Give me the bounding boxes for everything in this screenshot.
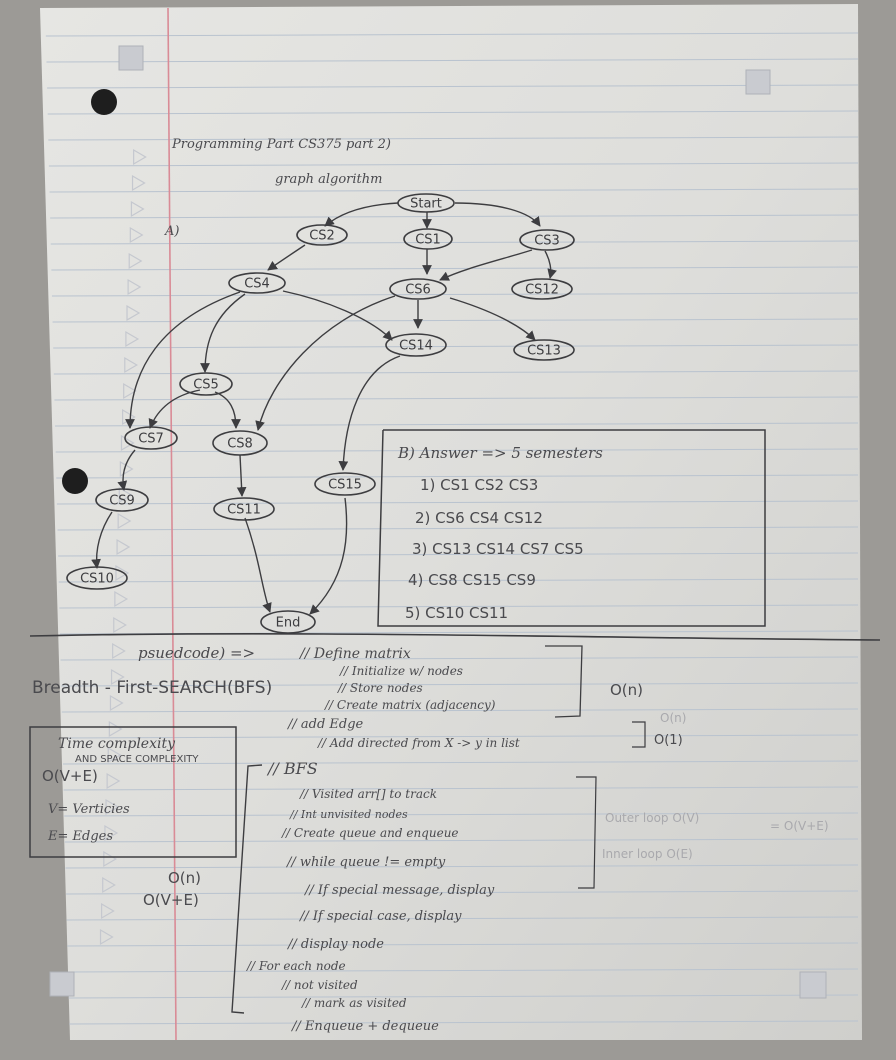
svg-text:CS14: CS14	[399, 339, 433, 354]
bfs-line-11: // Enqueue + dequeue	[290, 1019, 439, 1034]
node-cs4: CS4	[228, 272, 286, 294]
node-cs15: CS15	[314, 472, 376, 496]
node-cs7: CS7	[124, 426, 178, 450]
bfs-line-10: // mark as visited	[301, 996, 407, 1010]
margin-line	[167, 7, 177, 1041]
node-start: Start	[397, 193, 455, 213]
outer-loop-label: Outer loop O(V)	[605, 811, 699, 825]
matrix-line-4: // Create matrix (adjacency)	[324, 698, 496, 712]
answer-box	[377, 429, 766, 627]
bfs-line-5: // If special message, display	[303, 883, 495, 898]
header-line-2: graph algorithm	[275, 172, 382, 187]
bfs-line-6: // If special case, display	[298, 909, 462, 924]
node-cs2: CS2	[296, 224, 348, 246]
complexity-line-2: AND SPACE COMPLEXITY	[75, 754, 199, 765]
svg-text:CS6: CS6	[405, 283, 431, 298]
answer-title: B) Answer => 5 semesters	[397, 444, 603, 462]
matrix-line-5: // add Edge	[286, 717, 364, 732]
bfs-line-9: // not visited	[281, 978, 358, 992]
answer-line-3: 3) CS13 CS14 CS7 CS5	[412, 540, 584, 558]
ruled-lines	[45, 32, 859, 1025]
svg-text:CS10: CS10	[80, 572, 114, 587]
matrix-line-2: // Initialize w/ nodes	[339, 664, 463, 678]
bfs-line-7: // display node	[286, 937, 384, 952]
bfs-bracket	[231, 764, 263, 1014]
svg-text:CS7: CS7	[138, 432, 164, 447]
bottom-complexity-1: O(n)	[168, 869, 201, 887]
node-cs8: CS8	[212, 430, 268, 456]
matrix-line-6: // Add directed from X -> y in list	[317, 736, 520, 750]
inner-loop-label: Inner loop O(E)	[602, 847, 693, 861]
part-a-label: A)	[164, 224, 179, 239]
section-divider	[29, 633, 881, 641]
node-cs10: CS10	[66, 566, 128, 590]
svg-text:CS2: CS2	[309, 229, 335, 244]
node-end: End	[260, 610, 316, 634]
matrix-complexity: O(n)	[610, 681, 643, 699]
matrix-line-1: // Define matrix	[298, 646, 411, 662]
svg-text:CS5: CS5	[193, 378, 219, 393]
corner-marker-icon	[49, 45, 827, 999]
margin-triangle-icons	[99, 148, 147, 946]
bfs-line-3: // Create queue and enqueue	[281, 826, 459, 840]
svg-text:CS11: CS11	[227, 503, 261, 518]
node-cs5: CS5	[179, 372, 233, 396]
bfs-title: Breadth - First-SEARCH(BFS)	[32, 678, 272, 698]
edge-complexity: O(1)	[654, 733, 683, 748]
paper-sheet	[40, 4, 862, 1040]
total-complexity-label: = O(V+E)	[770, 819, 829, 833]
bfs-line-1: // Visited arr[] to track	[299, 787, 437, 801]
node-cs1: CS1	[403, 228, 453, 250]
binder-hole-top	[91, 89, 117, 115]
svg-text:CS1: CS1	[415, 233, 441, 248]
svg-text:CS8: CS8	[227, 437, 253, 452]
complexity-value: O(V+E)	[42, 767, 98, 785]
answer-line-5: 5) CS10 CS11	[405, 604, 508, 622]
edge-complexity-pale: O(n)	[660, 711, 686, 725]
node-cs14: CS14	[385, 333, 447, 357]
node-cs11: CS11	[213, 497, 275, 521]
svg-text:End: End	[276, 616, 301, 631]
matrix-bracket	[545, 645, 583, 718]
complexity-box	[29, 726, 237, 858]
edge-bracket	[632, 721, 646, 748]
answer-line-2: 2) CS6 CS4 CS12	[415, 509, 543, 527]
matrix-line-3: // Store nodes	[337, 681, 423, 695]
svg-text:CS4: CS4	[244, 277, 270, 292]
binder-hole-middle	[62, 468, 88, 494]
bottom-complexity-2: O(V+E)	[143, 891, 199, 909]
bfs-line-8: // For each node	[246, 959, 346, 973]
svg-text:CS15: CS15	[328, 478, 362, 493]
pseudocode-label: psuedcode) =>	[138, 644, 255, 662]
svg-text:CS9: CS9	[109, 494, 135, 509]
answer-line-1: 1) CS1 CS2 CS3	[420, 476, 538, 494]
node-cs12: CS12	[511, 278, 573, 300]
svg-text:CS12: CS12	[525, 283, 559, 298]
svg-text:CS13: CS13	[527, 344, 561, 359]
v-definition: V= Verticies	[48, 802, 130, 817]
node-cs13: CS13	[513, 339, 575, 361]
bfs-line-2: // Int unvisited nodes	[289, 808, 408, 821]
header-line-1: Programming Part CS375 part 2)	[171, 137, 391, 152]
node-cs6: CS6	[389, 278, 447, 300]
answer-line-4: 4) CS8 CS15 CS9	[408, 571, 536, 589]
complexity-line-1: Time complexity	[58, 736, 176, 752]
svg-text:CS3: CS3	[534, 234, 560, 249]
svg-text:Start: Start	[410, 197, 442, 212]
e-definition: E= Edges	[47, 829, 113, 844]
loop-bracket	[576, 776, 597, 889]
graph-edges	[91, 202, 557, 615]
bfs-header: // BFS	[266, 759, 318, 778]
node-cs3: CS3	[519, 229, 575, 251]
node-cs9: CS9	[95, 488, 149, 512]
bfs-line-4: // while queue != empty	[285, 855, 446, 870]
